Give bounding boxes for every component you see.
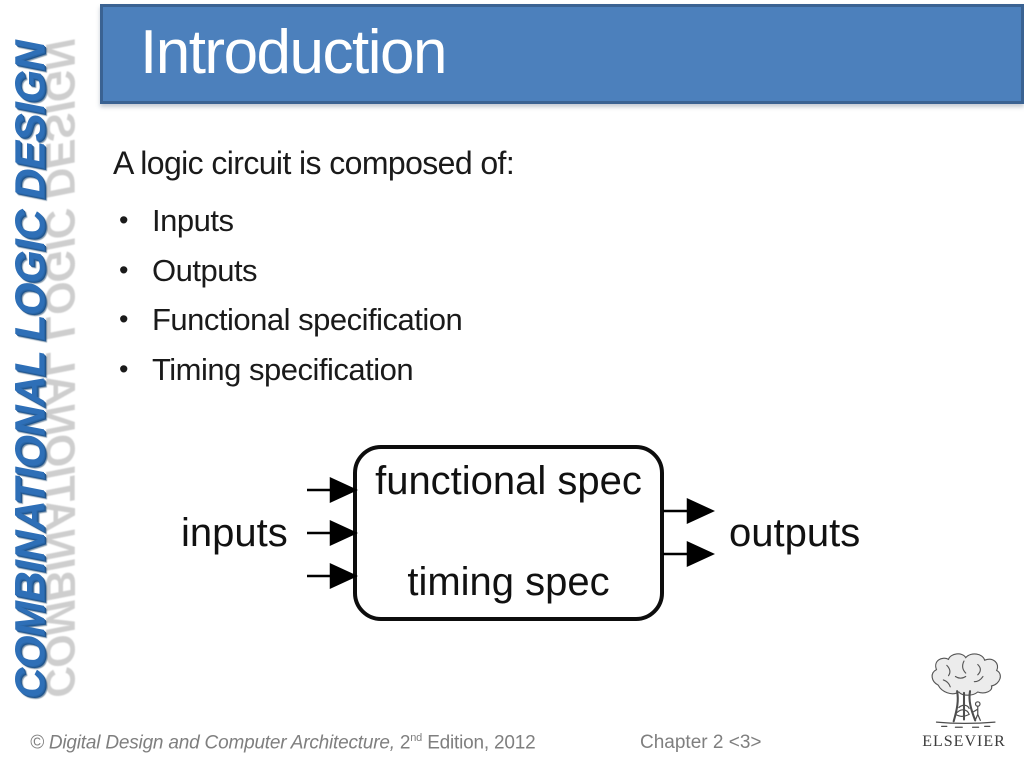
bullet-item: • Outputs bbox=[119, 246, 514, 296]
sidebar-vertical-text: COMBINATIONAL LOGIC DESIGN bbox=[6, 40, 53, 698]
output-arrowhead-2 bbox=[686, 541, 716, 567]
input-arrowhead-3 bbox=[329, 563, 359, 589]
intro-line: A logic circuit is composed of: bbox=[113, 145, 515, 181]
elsevier-tree-icon bbox=[931, 653, 1001, 728]
input-arrowhead-2 bbox=[329, 520, 359, 546]
slide-title-bar: Introduction bbox=[100, 4, 1024, 104]
bullet-label: Timing specification bbox=[152, 351, 414, 387]
footer-copyright: © Digital Design and Computer Architectu… bbox=[30, 732, 536, 754]
footer-edition-number: 2 bbox=[394, 732, 411, 754]
bullet-item: • Timing specification bbox=[119, 345, 514, 395]
bullet-marker: • bbox=[119, 254, 128, 285]
timing-spec-label: timing spec bbox=[407, 560, 610, 604]
elsevier-wordmark: ELSEVIER bbox=[922, 733, 1006, 750]
outputs-label: outputs bbox=[729, 511, 861, 555]
footer-edition-superscript: nd bbox=[410, 732, 423, 744]
footer-chapter: Chapter 2 <3> bbox=[640, 732, 762, 753]
body-text-block: A logic circuit is composed of: • Inputs… bbox=[113, 144, 515, 394]
bullet-list: • Inputs • Outputs • Functional specific… bbox=[113, 196, 514, 394]
output-arrowhead-1 bbox=[686, 498, 716, 524]
bullet-label: Functional specification bbox=[152, 302, 463, 337]
sidebar-vertical-text-shadow: COMBINATIONAL LOGIC DESIGN bbox=[37, 40, 84, 698]
bullet-item: • Inputs bbox=[119, 196, 514, 246]
elsevier-logo: ELSEVIER bbox=[912, 652, 1016, 764]
slide-title: Introduction bbox=[140, 18, 448, 87]
functional-spec-label: functional spec bbox=[375, 459, 642, 503]
inputs-label: inputs bbox=[181, 511, 288, 555]
footer-edition-tail: Edition, 2012 bbox=[422, 732, 536, 754]
bullet-label: Outputs bbox=[152, 252, 258, 288]
input-arrowhead-1 bbox=[329, 477, 359, 503]
bullet-marker: • bbox=[119, 304, 128, 334]
footer-copyright-title: © Digital Design and Computer Architectu… bbox=[30, 732, 395, 754]
spec-box: functional spec timing spec bbox=[353, 445, 664, 621]
sidebar-vertical-text-group: COMBINATIONAL LOGIC DESIGN COMBINATIONAL… bbox=[6, 8, 116, 698]
bullet-item: • Functional specification bbox=[119, 295, 514, 345]
bullet-marker: • bbox=[119, 205, 128, 235]
bullet-label: Inputs bbox=[152, 203, 234, 238]
bullet-marker: • bbox=[119, 353, 128, 384]
